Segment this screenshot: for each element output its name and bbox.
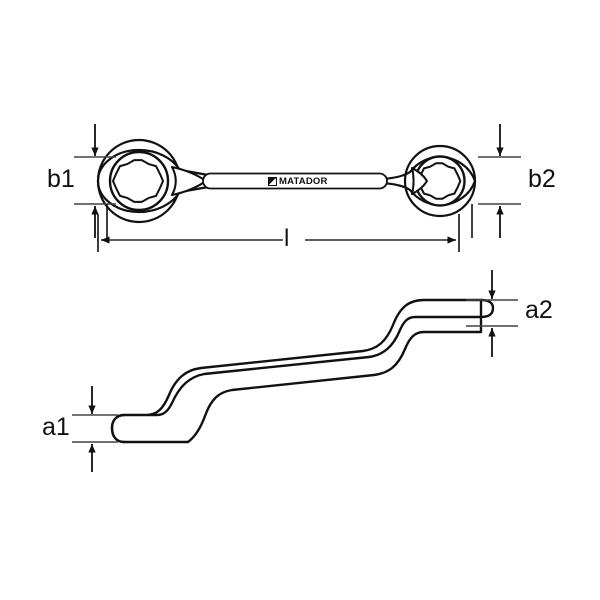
dimension-a2	[466, 270, 518, 357]
brand-name: MATADOR	[279, 176, 328, 187]
side-view-wrench	[110, 298, 495, 444]
brand-lockup: MATADOR	[268, 177, 328, 187]
wrench-side-outline	[110, 298, 483, 444]
right-neck-wedge	[410, 166, 429, 196]
right-ring-outer	[403, 144, 477, 218]
left-ring-12point-profile	[111, 159, 165, 203]
dimension-b1	[74, 124, 116, 238]
dimension-label-a1: a1	[42, 413, 70, 441]
handle-recess-panel	[202, 172, 388, 190]
dimension-label-b1: b1	[47, 165, 75, 193]
side-left-endcap	[110, 413, 126, 444]
matador-logo-icon	[268, 177, 277, 187]
dimension-label-a2: a2	[525, 296, 553, 324]
dimension-label-l: l	[284, 225, 290, 252]
dimension-a1	[72, 386, 118, 472]
left-neck-wedge	[170, 165, 208, 197]
side-right-endcap	[479, 298, 495, 319]
dimension-label-b2: b2	[528, 165, 556, 193]
dimension-l	[97, 214, 460, 252]
dimension-b2	[471, 124, 521, 238]
top-view-wrench	[96, 138, 477, 224]
